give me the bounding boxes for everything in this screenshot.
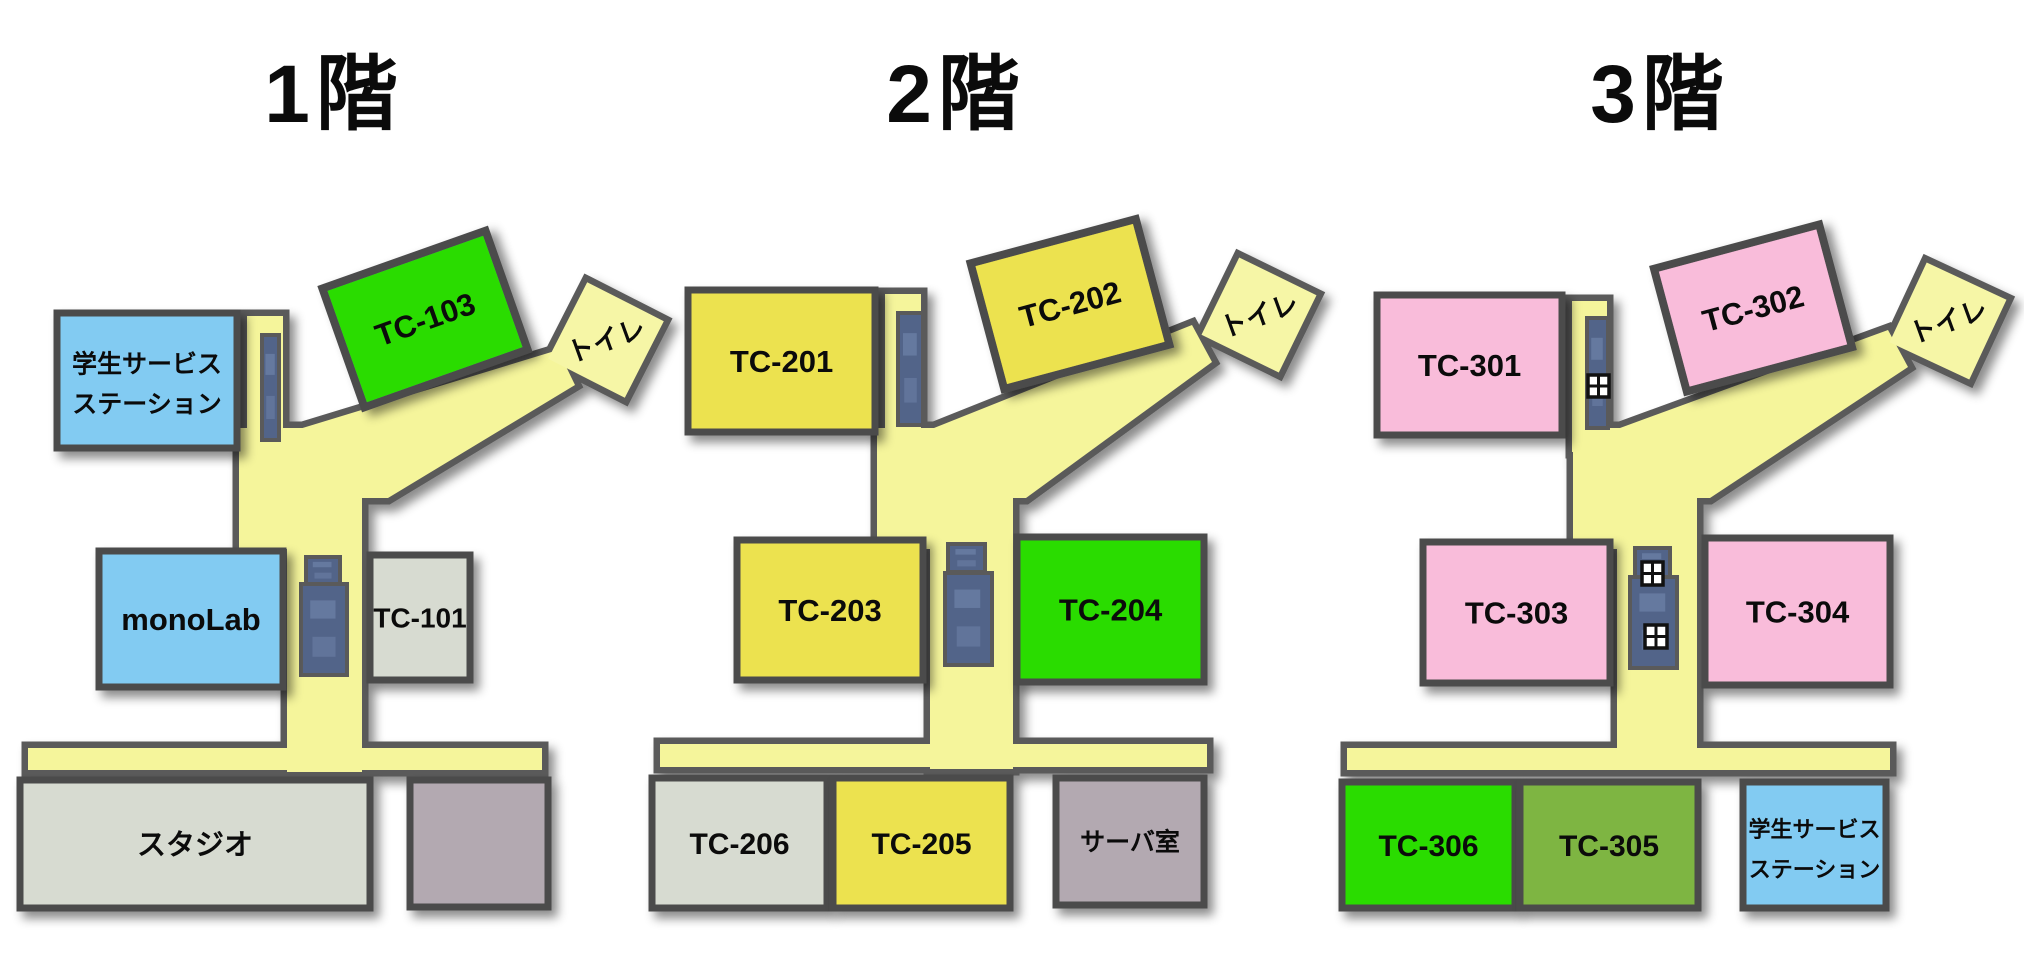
room-label: TC-201 (730, 344, 833, 379)
room-shape (1701, 534, 1894, 689)
room-tc-101: TC-101 (366, 551, 474, 684)
room-label: TC-101 (373, 603, 466, 634)
room-label: TC-305 (1559, 830, 1659, 863)
floor-title-2f: 2階 (886, 49, 1026, 140)
room-shape (1052, 774, 1208, 909)
room-shape (1338, 778, 1519, 912)
room-shape (1649, 219, 1857, 397)
stairs-texture (1591, 337, 1603, 360)
floor-title-1f: 1階 (264, 49, 404, 140)
corridor-horizontal-fill (28, 748, 542, 770)
room-shape (965, 214, 1175, 394)
room-tc-305: TC-305 (1516, 778, 1702, 912)
stairs-block (1628, 575, 1679, 670)
corridor-diagonal-fill (296, 350, 575, 498)
stairs-texture (954, 589, 981, 608)
room-label: ステーション (1749, 857, 1881, 882)
room-shape (16, 776, 374, 912)
stairs-texture (312, 636, 336, 657)
room-studio: スタジオ (16, 776, 374, 912)
room-label: TC-303 (1465, 596, 1568, 631)
room-server-room: サーバ室 (1052, 774, 1208, 909)
room-label: TC-301 (1418, 348, 1521, 383)
room-label: monoLab (121, 602, 261, 637)
room-shape (1013, 533, 1208, 686)
stairs-block (299, 582, 349, 677)
corridor-diagonal-fill (1620, 330, 1908, 498)
stairs-texture (265, 353, 275, 375)
stairs-block (1585, 316, 1610, 430)
room-shape (1373, 291, 1566, 439)
stairs-texture (310, 600, 336, 619)
room-tc-304: TC-304 (1701, 534, 1894, 689)
stairs-block (943, 571, 994, 667)
room-shape (95, 547, 287, 691)
room-label: 学生サービス (72, 350, 222, 379)
stairs-texture (1639, 593, 1666, 612)
room-tc-201: TC-201 (684, 286, 879, 436)
room-shape (406, 776, 552, 911)
room-label: TC-306 (1378, 830, 1478, 863)
room-tc-301: TC-301 (1373, 291, 1566, 439)
stairs-block (896, 311, 925, 427)
room-unlabeled-room-1f (406, 776, 552, 911)
stairs-texture (312, 561, 332, 568)
stairs-texture (904, 377, 917, 403)
room-shape (829, 774, 1014, 912)
room-label: TC-206 (689, 828, 789, 861)
stairs-texture (1642, 553, 1662, 560)
room-label: TC-203 (778, 593, 881, 628)
stairs-texture (955, 549, 976, 555)
room-shape (53, 309, 241, 452)
room-tc-103: TC-103 (317, 225, 533, 413)
floor-title-3f: 3階 (1590, 49, 1730, 140)
toilet-room-fill (1889, 262, 2007, 380)
toilet-room-fill (548, 282, 664, 398)
stairs-texture (956, 626, 981, 647)
room-tc-204: TC-204 (1013, 533, 1208, 686)
toilet-room-fill (1201, 257, 1317, 373)
stairs-texture (314, 572, 332, 579)
room-label: TC-204 (1059, 593, 1163, 628)
room-label: TC-205 (871, 828, 971, 861)
stairs-texture (903, 333, 917, 356)
room-label: TC-304 (1746, 595, 1850, 630)
room-tc-202: TC-202 (965, 214, 1175, 394)
room-label: 学生サービス (1748, 817, 1880, 842)
room-label: スタジオ (137, 828, 253, 861)
stairs-block (260, 333, 281, 442)
room-label: ステーション (72, 391, 222, 419)
corridor-diagonal-fill (934, 325, 1212, 498)
room-shape (648, 774, 831, 912)
room-tc-303: TC-303 (1419, 538, 1614, 687)
stairs-texture (957, 560, 976, 567)
stairs-texture (266, 395, 275, 419)
room-shape (1419, 538, 1614, 687)
room-shape (733, 536, 927, 684)
room-shape (317, 225, 533, 413)
room-tc-203: TC-203 (733, 536, 927, 684)
corridor-horizontal-fill (1347, 748, 1890, 770)
room-tc-302: TC-302 (1649, 219, 1857, 397)
room-shape (1739, 778, 1890, 912)
room-tc-205: TC-205 (829, 774, 1014, 912)
stairs-block (304, 555, 342, 586)
room-shape (684, 286, 879, 436)
stairs-block (946, 542, 987, 574)
room-tc-306: TC-306 (1338, 778, 1519, 912)
room-tc-206: TC-206 (648, 774, 831, 912)
corridor-horizontal-fill (660, 744, 1207, 767)
room-shape (1516, 778, 1702, 912)
room-shape (366, 551, 474, 684)
room-label: サーバ室 (1080, 828, 1180, 857)
room-monolab: monoLab (95, 547, 287, 691)
